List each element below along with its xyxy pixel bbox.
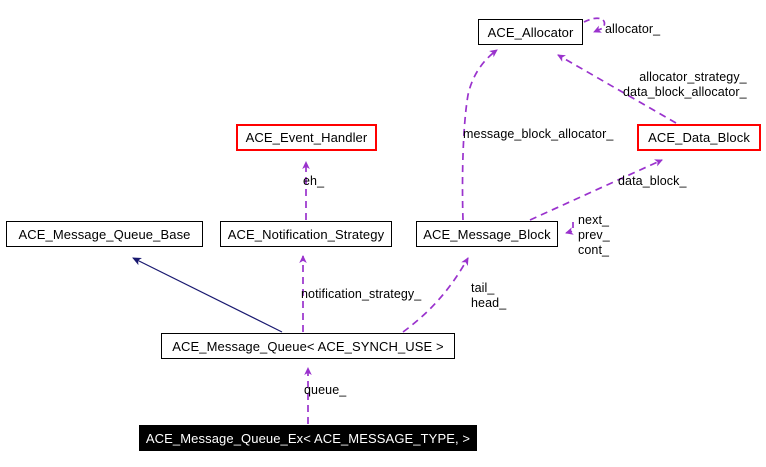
edge-mb-db — [529, 159, 663, 221]
node-label: ACE_Allocator — [487, 24, 574, 40]
edge-mb-alloc — [461, 49, 498, 221]
edge-label-text: allocator_ — [605, 22, 661, 36]
node-ace-allocator[interactable]: ACE_Allocator — [478, 19, 583, 45]
node-label: ACE_Message_Block — [423, 226, 551, 242]
node-label: ACE_Message_Queue_Ex< ACE_MESSAGE_TYPE, … — [145, 430, 471, 446]
edge-label-line2: head_ — [471, 296, 507, 310]
edge-alloc-alloc — [583, 17, 606, 33]
edge-label-eh: eh_ — [303, 174, 324, 188]
edge-label-data-block: data_block_ — [618, 174, 687, 188]
edge-label-allocator: allocator_ — [605, 22, 660, 36]
edge-label-text: notification_strategy_ — [301, 287, 422, 301]
edge-label-queue: queue_ — [304, 383, 346, 397]
edge-label-line1: tail_ — [471, 281, 495, 295]
edge-label-notification-strategy: notification_strategy_ — [301, 287, 421, 301]
node-ace-data-block[interactable]: ACE_Data_Block — [637, 124, 761, 151]
edge-mb-mb — [565, 222, 574, 235]
node-label: ACE_Message_Queue< ACE_SYNCH_USE > — [172, 338, 444, 354]
node-ace-notification-strategy[interactable]: ACE_Notification_Strategy — [220, 221, 392, 247]
edge-label-line2: data_block_allocator_ — [623, 85, 747, 99]
edge-mq-mb — [402, 257, 469, 333]
edge-label-text: eh_ — [303, 174, 325, 188]
node-ace-message-queue[interactable]: ACE_Message_Queue< ACE_SYNCH_USE > — [161, 333, 455, 359]
node-label: ACE_Notification_Strategy — [227, 226, 385, 242]
node-ace-message-queue-ex[interactable]: ACE_Message_Queue_Ex< ACE_MESSAGE_TYPE, … — [139, 425, 477, 451]
node-label: ACE_Data_Block — [648, 130, 750, 145]
edge-label-text: message_block_allocator_ — [463, 127, 614, 141]
node-ace-message-block[interactable]: ACE_Message_Block — [416, 221, 558, 247]
edge-db-alloc — [557, 54, 677, 124]
node-label: ACE_Message_Queue_Base — [18, 226, 191, 242]
node-label: ACE_Event_Handler — [245, 130, 368, 145]
edge-label-tail-head: tail_ head_ — [471, 281, 506, 311]
edge-label-line1: allocator_strategy_ — [639, 70, 747, 84]
edge-label-message-block-allocator: message_block_allocator_ — [463, 127, 613, 141]
edge-label-allocator-strategy: allocator_strategy_ data_block_allocator… — [623, 70, 747, 100]
edge-label-line2: prev_ — [578, 228, 610, 242]
edge-label-text: data_block_ — [618, 174, 687, 188]
edge-label-text: queue_ — [304, 383, 347, 397]
node-ace-event-handler[interactable]: ACE_Event_Handler — [236, 124, 377, 151]
edge-mq-base — [132, 257, 283, 333]
edge-label-line3: cont_ — [578, 243, 610, 257]
edge-label-line1: next_ — [578, 213, 610, 227]
node-ace-message-queue-base[interactable]: ACE_Message_Queue_Base — [6, 221, 203, 247]
edge-label-next-prev-cont: next_ prev_ cont_ — [578, 213, 610, 258]
